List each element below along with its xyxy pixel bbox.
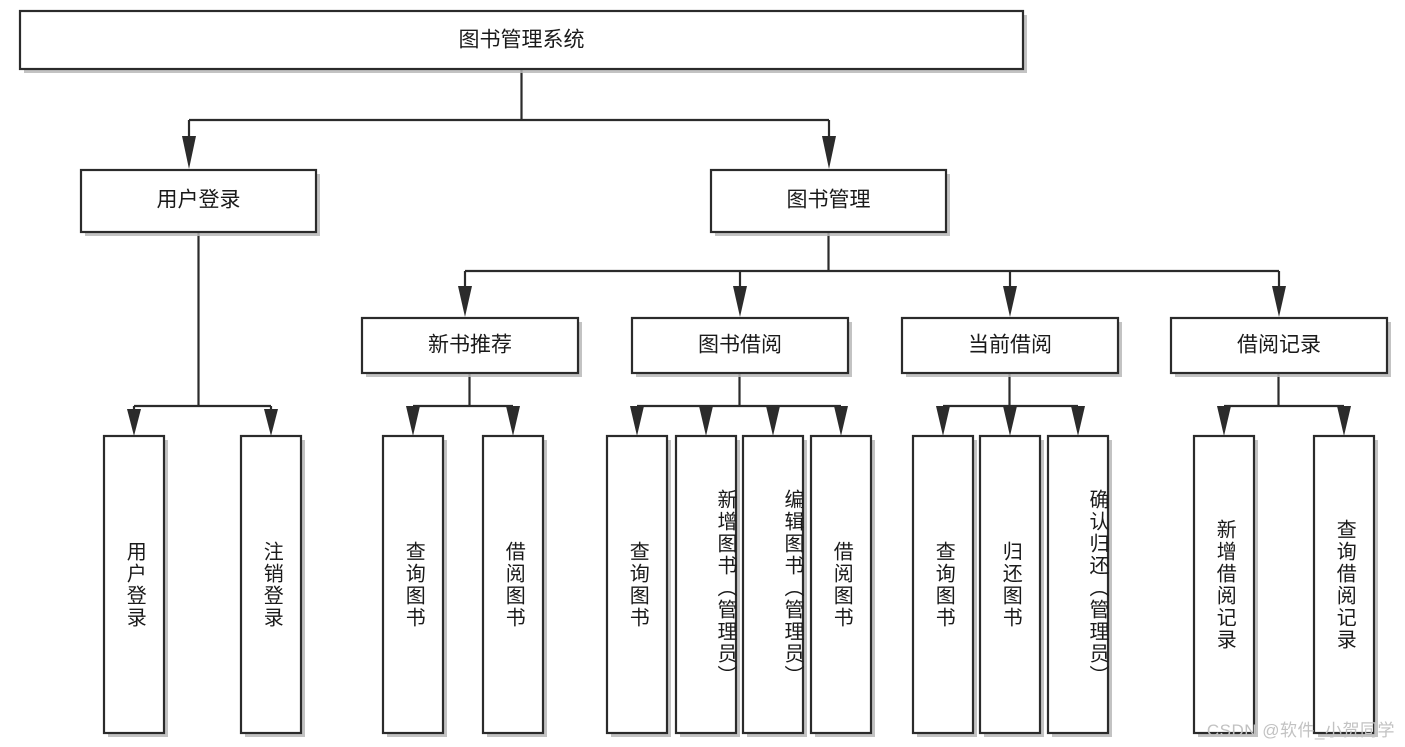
- node-current-borrow-box[interactable]: [900, 316, 1120, 375]
- arrow-head-leaf-logout-login: [264, 409, 278, 436]
- leaf-edit-book-admin-box[interactable]: [741, 434, 805, 735]
- node-current-borrow-label: 当前借阅: [968, 334, 1052, 357]
- leaf-add-book-admin-box[interactable]: [674, 434, 738, 735]
- node-current-borrow[interactable]: 当前借阅: [900, 316, 1122, 377]
- arrow-head-leaf-return-book: [1003, 406, 1017, 436]
- leaf-query-book-3-box[interactable]: [911, 434, 975, 735]
- arrow-head-book-borrow: [733, 286, 747, 317]
- connector-group-current-borrow: [936, 373, 1085, 436]
- connector-group-user-login: [127, 232, 278, 436]
- node-borrow-record[interactable]: 借阅记录: [1169, 316, 1391, 377]
- node-new-book-recommend-box[interactable]: [360, 316, 580, 375]
- leaf-confirm-return-admin-box[interactable]: [1046, 434, 1110, 735]
- node-user-login-label: 用户登录: [157, 189, 241, 212]
- leaf-borrow-book-1-box[interactable]: [481, 434, 545, 735]
- node-user-login[interactable]: 用户登录: [79, 168, 320, 236]
- node-book-borrow[interactable]: 图书借阅: [630, 316, 852, 377]
- node-user-login-box[interactable]: [79, 168, 318, 234]
- connector-group-new-book-recommend: [406, 373, 520, 436]
- node-book-management[interactable]: 图书管理: [709, 168, 950, 236]
- node-book-borrow-box[interactable]: [630, 316, 850, 375]
- leaf-query-book-2-box[interactable]: [605, 434, 669, 735]
- node-borrow-record-box[interactable]: [1169, 316, 1389, 375]
- arrow-head-leaf-user-login: [127, 409, 141, 436]
- connector-group-book-borrow: [630, 373, 848, 436]
- connector-group-root: [182, 69, 836, 169]
- leaf-boxes: [102, 434, 1378, 737]
- node-root-box[interactable]: [18, 9, 1025, 71]
- leaf-user-login-box[interactable]: [102, 434, 166, 735]
- node-root[interactable]: 图书管理系统: [18, 9, 1027, 73]
- arrow-head-leaf-query-book-2: [630, 406, 644, 436]
- leaf-logout-login-box[interactable]: [239, 434, 303, 735]
- leaf-return-book-box[interactable]: [978, 434, 1042, 735]
- leaf-query-book-1-box[interactable]: [381, 434, 445, 735]
- arrow-head-leaf-borrow-book-2: [834, 406, 848, 436]
- arrow-head-leaf-add-book-admin: [699, 406, 713, 436]
- arrow-head-leaf-query-book-1: [406, 406, 420, 436]
- leaf-add-borrow-record-box[interactable]: [1192, 434, 1256, 735]
- arrow-head-leaf-confirm-return-admin: [1071, 406, 1085, 436]
- node-new-book-recommend-label: 新书推荐: [428, 334, 512, 357]
- node-book-management-label: 图书管理: [787, 189, 871, 212]
- watermark-text: CSDN @软件_小贺同学: [1206, 721, 1395, 740]
- connector-group-book-management: [458, 232, 1286, 317]
- arrow-head-user-login: [182, 136, 196, 169]
- arrow-head-leaf-query-book-3: [936, 406, 950, 436]
- connector-group-borrow-record: [1217, 373, 1351, 436]
- arrow-head-leaf-borrow-book-1: [506, 406, 520, 436]
- node-new-book-recommend[interactable]: 新书推荐: [360, 316, 582, 377]
- arrow-head-current-borrow: [1003, 286, 1017, 317]
- node-book-borrow-label: 图书借阅: [698, 334, 782, 357]
- arrow-head-book-management: [822, 136, 836, 169]
- arrow-head-new-book-recommend: [458, 286, 472, 317]
- node-borrow-record-label: 借阅记录: [1237, 334, 1321, 357]
- node-book-management-box[interactable]: [709, 168, 948, 234]
- arrow-head-borrow-record: [1272, 286, 1286, 317]
- arrow-head-leaf-edit-book-admin: [766, 406, 780, 436]
- leaf-query-borrow-record-box[interactable]: [1312, 434, 1376, 735]
- leaf-borrow-book-2-box[interactable]: [809, 434, 873, 735]
- node-root-label: 图书管理系统: [459, 29, 585, 52]
- arrow-head-leaf-add-borrow-record: [1217, 406, 1231, 436]
- arrow-head-leaf-query-borrow-record: [1337, 406, 1351, 436]
